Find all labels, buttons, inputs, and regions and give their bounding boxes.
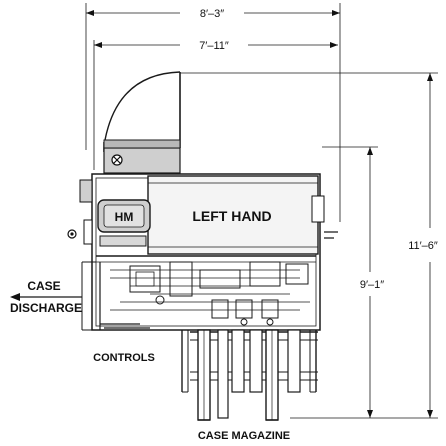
inner-width-text: 7′–11″: [199, 40, 229, 52]
dimension-overall-width: 8′–3″: [85, 3, 341, 222]
controls-label: CONTROLS: [93, 352, 155, 364]
upper-cabinet: [103, 139, 181, 174]
hm-module: HM: [97, 199, 151, 233]
case-magazine: [181, 329, 318, 421]
discharge-label-line2: DISCHARGE: [10, 301, 82, 315]
mechanism-detail: [96, 235, 316, 330]
discharge-label-line1: CASE: [27, 279, 60, 293]
disconnect-icon: [111, 154, 123, 166]
dimension-overall-length: 11′–6″: [180, 72, 438, 419]
dimension-inner-width: 7′–11″: [93, 40, 338, 170]
case-magazine-label: CASE MAGAZINE: [198, 430, 290, 442]
overall-length-text: 11′–6″: [408, 240, 438, 252]
left-hand-label: LEFT HAND: [192, 208, 271, 224]
case-discharge: CASE DISCHARGE: [10, 261, 96, 331]
magazine-length-text: 9′–1″: [360, 279, 384, 291]
dimension-magazine-length: 9′–1″: [322, 146, 384, 418]
hm-label: HM: [115, 210, 134, 224]
overall-width-text: 8′–3″: [200, 8, 224, 20]
left-hand-section: LEFT HAND: [147, 175, 338, 255]
